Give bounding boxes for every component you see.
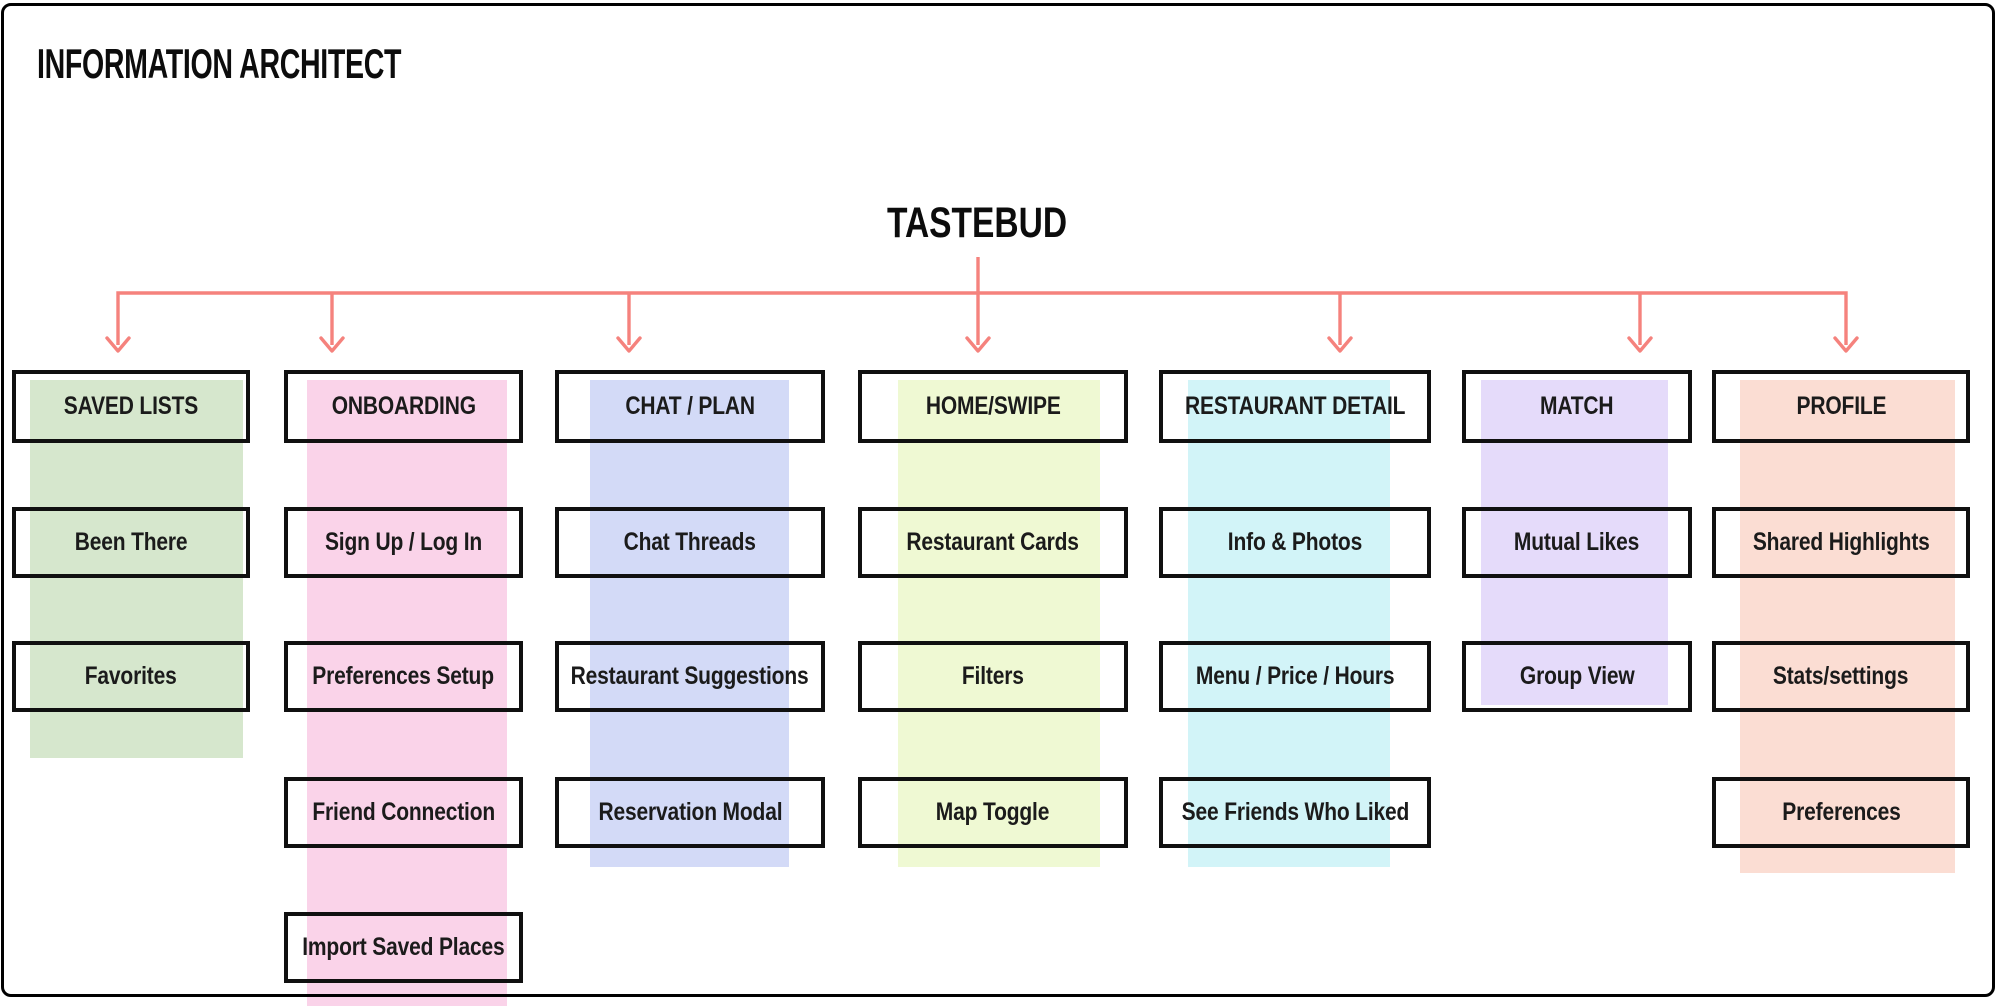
item-label: Map Toggle xyxy=(936,798,1050,826)
item-label: Sign Up / Log In xyxy=(324,528,483,556)
header-label: CHAT / PLAN xyxy=(625,392,755,420)
header-label: HOME/SWIPE xyxy=(925,392,1061,420)
item-label: Group View xyxy=(1519,662,1635,690)
header-label: PROFILE xyxy=(1796,392,1886,420)
item-box-info-photos: Info & Photos xyxy=(1159,507,1431,578)
header-box-saved-lists: SAVED LISTS xyxy=(12,370,250,443)
item-box-shared-highlights: Shared Highlights xyxy=(1712,507,1970,578)
item-label: See Friends Who Liked xyxy=(1181,798,1409,826)
item-box-preferences-setup: Preferences Setup xyxy=(284,641,523,712)
header-box-restaurant-detail: RESTAURANT DETAIL xyxy=(1159,370,1431,443)
header-box-profile: PROFILE xyxy=(1712,370,1970,443)
item-label: Preferences Setup xyxy=(312,662,495,690)
item-label: Restaurant Suggestions xyxy=(571,662,809,690)
item-label: Info & Photos xyxy=(1227,528,1363,556)
item-box-restaurant-cards: Restaurant Cards xyxy=(858,507,1128,578)
item-box-restaurant-suggestions: Restaurant Suggestions xyxy=(555,641,825,712)
item-label: Been There xyxy=(74,528,188,556)
item-label: Shared Highlights xyxy=(1752,528,1930,556)
arrowhead-chevrons xyxy=(105,336,1859,353)
item-label: Mutual Likes xyxy=(1514,528,1640,556)
item-box-reservation-modal: Reservation Modal xyxy=(555,777,825,848)
item-label: Stats/settings xyxy=(1773,662,1909,690)
item-box-filters: Filters xyxy=(858,641,1128,712)
header-label: SAVED LISTS xyxy=(63,392,199,420)
root-node-label: TASTEBUD xyxy=(886,199,1068,247)
item-box-chat-threads: Chat Threads xyxy=(555,507,825,578)
header-box-onboarding: ONBOARDING xyxy=(284,370,523,443)
item-box-preferences: Preferences xyxy=(1712,777,1970,848)
column-stripe-saved-lists xyxy=(30,380,243,758)
item-box-map-toggle: Map Toggle xyxy=(858,777,1128,848)
item-label: Restaurant Cards xyxy=(906,528,1080,556)
column-stripe-onboarding xyxy=(307,380,507,1006)
item-box-been-there: Been There xyxy=(12,507,250,578)
item-box-sign-up-log-in: Sign Up / Log In xyxy=(284,507,523,578)
item-box-favorites: Favorites xyxy=(12,641,250,712)
item-box-import-saved-places: Import Saved Places xyxy=(284,912,523,983)
header-box-chat-plan: CHAT / PLAN xyxy=(555,370,825,443)
column-stripe-chat-plan xyxy=(590,380,789,867)
item-box-stats-settings: Stats/settings xyxy=(1712,641,1970,712)
item-box-group-view: Group View xyxy=(1462,641,1692,712)
column-stripe-home-swipe xyxy=(898,380,1100,867)
header-label: ONBOARDING xyxy=(331,392,476,420)
column-stripe-match xyxy=(1481,380,1668,705)
item-box-mutual-likes: Mutual Likes xyxy=(1462,507,1692,578)
column-stripe-restaurant-detail xyxy=(1188,380,1390,867)
item-label: Friend Connection xyxy=(312,798,495,826)
item-label: Chat Threads xyxy=(623,528,757,556)
header-label: RESTAURANT DETAIL xyxy=(1184,392,1406,420)
column-stripe-profile xyxy=(1740,380,1955,873)
item-label: Favorites xyxy=(85,662,177,690)
connector-lines xyxy=(116,257,1848,345)
item-box-see-friends-who-liked: See Friends Who Liked xyxy=(1159,777,1431,848)
header-box-match: MATCH xyxy=(1462,370,1692,443)
page-title: INFORMATION ARCHITECT xyxy=(37,40,402,87)
header-label: MATCH xyxy=(1540,392,1614,420)
item-label: Preferences xyxy=(1781,798,1901,826)
item-box-menu-price-hours: Menu / Price / Hours xyxy=(1159,641,1431,712)
item-label: Import Saved Places xyxy=(302,933,505,961)
item-label: Reservation Modal xyxy=(598,798,782,826)
header-box-home-swipe: HOME/SWIPE xyxy=(858,370,1128,443)
item-label: Menu / Price / Hours xyxy=(1195,662,1395,690)
item-box-friend-connection: Friend Connection xyxy=(284,777,523,848)
item-label: Filters xyxy=(962,662,1024,690)
